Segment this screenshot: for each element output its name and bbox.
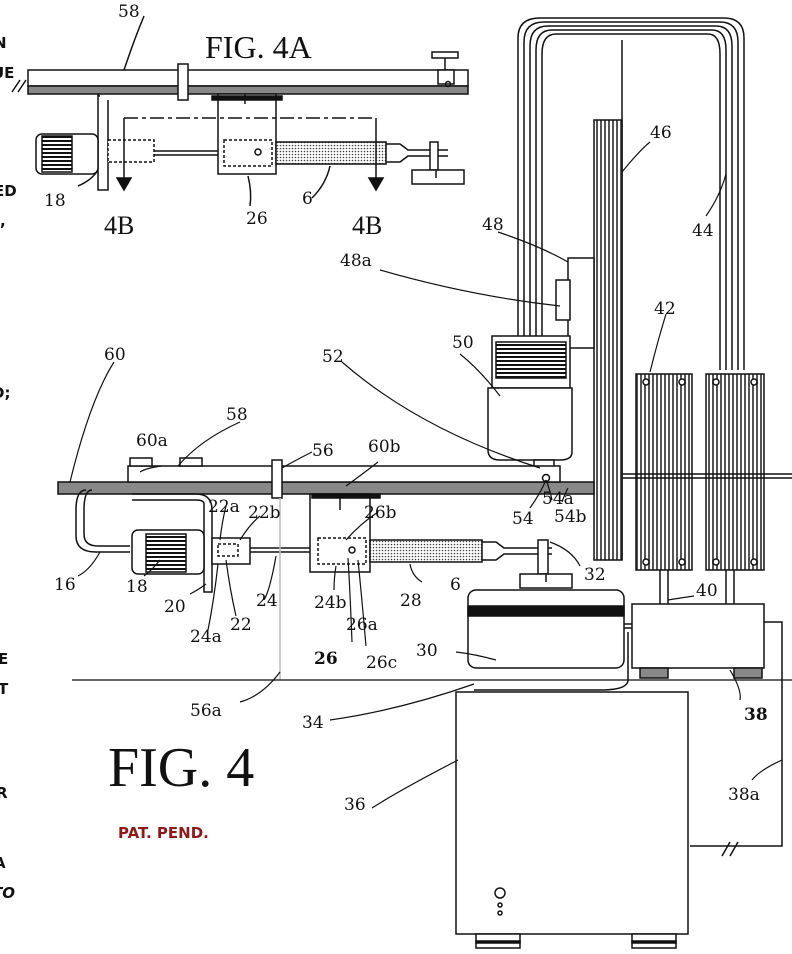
label-26c: 26c	[366, 653, 397, 673]
fig-4a-title: FIG. 4A	[205, 29, 312, 65]
label-48a: 48a	[340, 251, 372, 271]
label-36: 36	[344, 795, 366, 815]
margin-fragment: R	[0, 784, 8, 802]
label-18-top: 18	[44, 191, 66, 211]
label-46: 46	[650, 123, 672, 143]
margin-fragment: TO	[0, 884, 15, 902]
label-42: 42	[654, 299, 676, 319]
label-24a: 24a	[190, 627, 222, 647]
label-26a: 26a	[346, 615, 378, 635]
label-60: 60	[104, 345, 126, 365]
patent-pending-note: PAT. PEND.	[118, 824, 209, 842]
label-22a: 22a	[208, 497, 240, 517]
margin-fragment: D;	[0, 384, 10, 402]
label-30: 30	[416, 641, 438, 661]
label-58-mid: 58	[226, 405, 248, 425]
label-60a: 60a	[136, 431, 168, 451]
label-50: 50	[452, 333, 474, 353]
label-48: 48	[482, 215, 504, 235]
left-margin-fragments: N UE ED , D; E T R A TO	[0, 34, 17, 902]
label-34: 34	[302, 713, 324, 733]
label-38: 38	[744, 705, 768, 725]
margin-fragment: N	[0, 34, 7, 52]
label-54a: 54a	[542, 489, 574, 509]
margin-fragment: T	[0, 680, 9, 698]
label-24b: 24b	[314, 593, 347, 613]
label-60b: 60b	[368, 437, 401, 457]
label-40: 40	[696, 581, 718, 601]
label-26-top: 26	[246, 209, 268, 229]
fig-4-title: FIG. 4	[108, 737, 254, 799]
tower-drawing	[487, 17, 792, 679]
label-26b: 26b	[364, 503, 397, 523]
label-44: 44	[692, 221, 714, 241]
label-58-top: 58	[118, 2, 140, 22]
label-24: 24	[256, 591, 278, 611]
fig-4-drawing	[57, 457, 792, 949]
margin-fragment: UE	[0, 64, 14, 82]
leader-lines	[69, 141, 783, 809]
label-56: 56	[312, 441, 334, 461]
label-28: 28	[400, 591, 422, 611]
fig-4a-drawing	[11, 15, 469, 207]
section-marker-right: 4B	[352, 211, 382, 240]
margin-fragment: ,	[0, 212, 6, 230]
label-52: 52	[322, 347, 344, 367]
part-labels: 58 18 26 6 46 44 48 48a 42 60 50 52 58 6…	[44, 2, 768, 815]
label-18: 18	[126, 577, 148, 597]
label-16: 16	[54, 575, 76, 595]
label-6-top: 6	[302, 189, 313, 209]
label-20: 20	[164, 597, 186, 617]
label-32: 32	[584, 565, 606, 585]
section-marker-left: 4B	[104, 211, 134, 240]
margin-fragment: A	[0, 854, 6, 872]
label-6: 6	[450, 575, 461, 595]
label-22b: 22b	[248, 503, 281, 523]
label-26: 26	[314, 649, 338, 669]
label-54: 54	[512, 509, 534, 529]
label-22: 22	[230, 615, 252, 635]
label-38a: 38a	[728, 785, 760, 805]
margin-fragment: E	[0, 650, 8, 668]
margin-fragment: ED	[0, 182, 17, 200]
label-56a: 56a	[190, 701, 222, 721]
label-54b: 54b	[554, 507, 587, 527]
